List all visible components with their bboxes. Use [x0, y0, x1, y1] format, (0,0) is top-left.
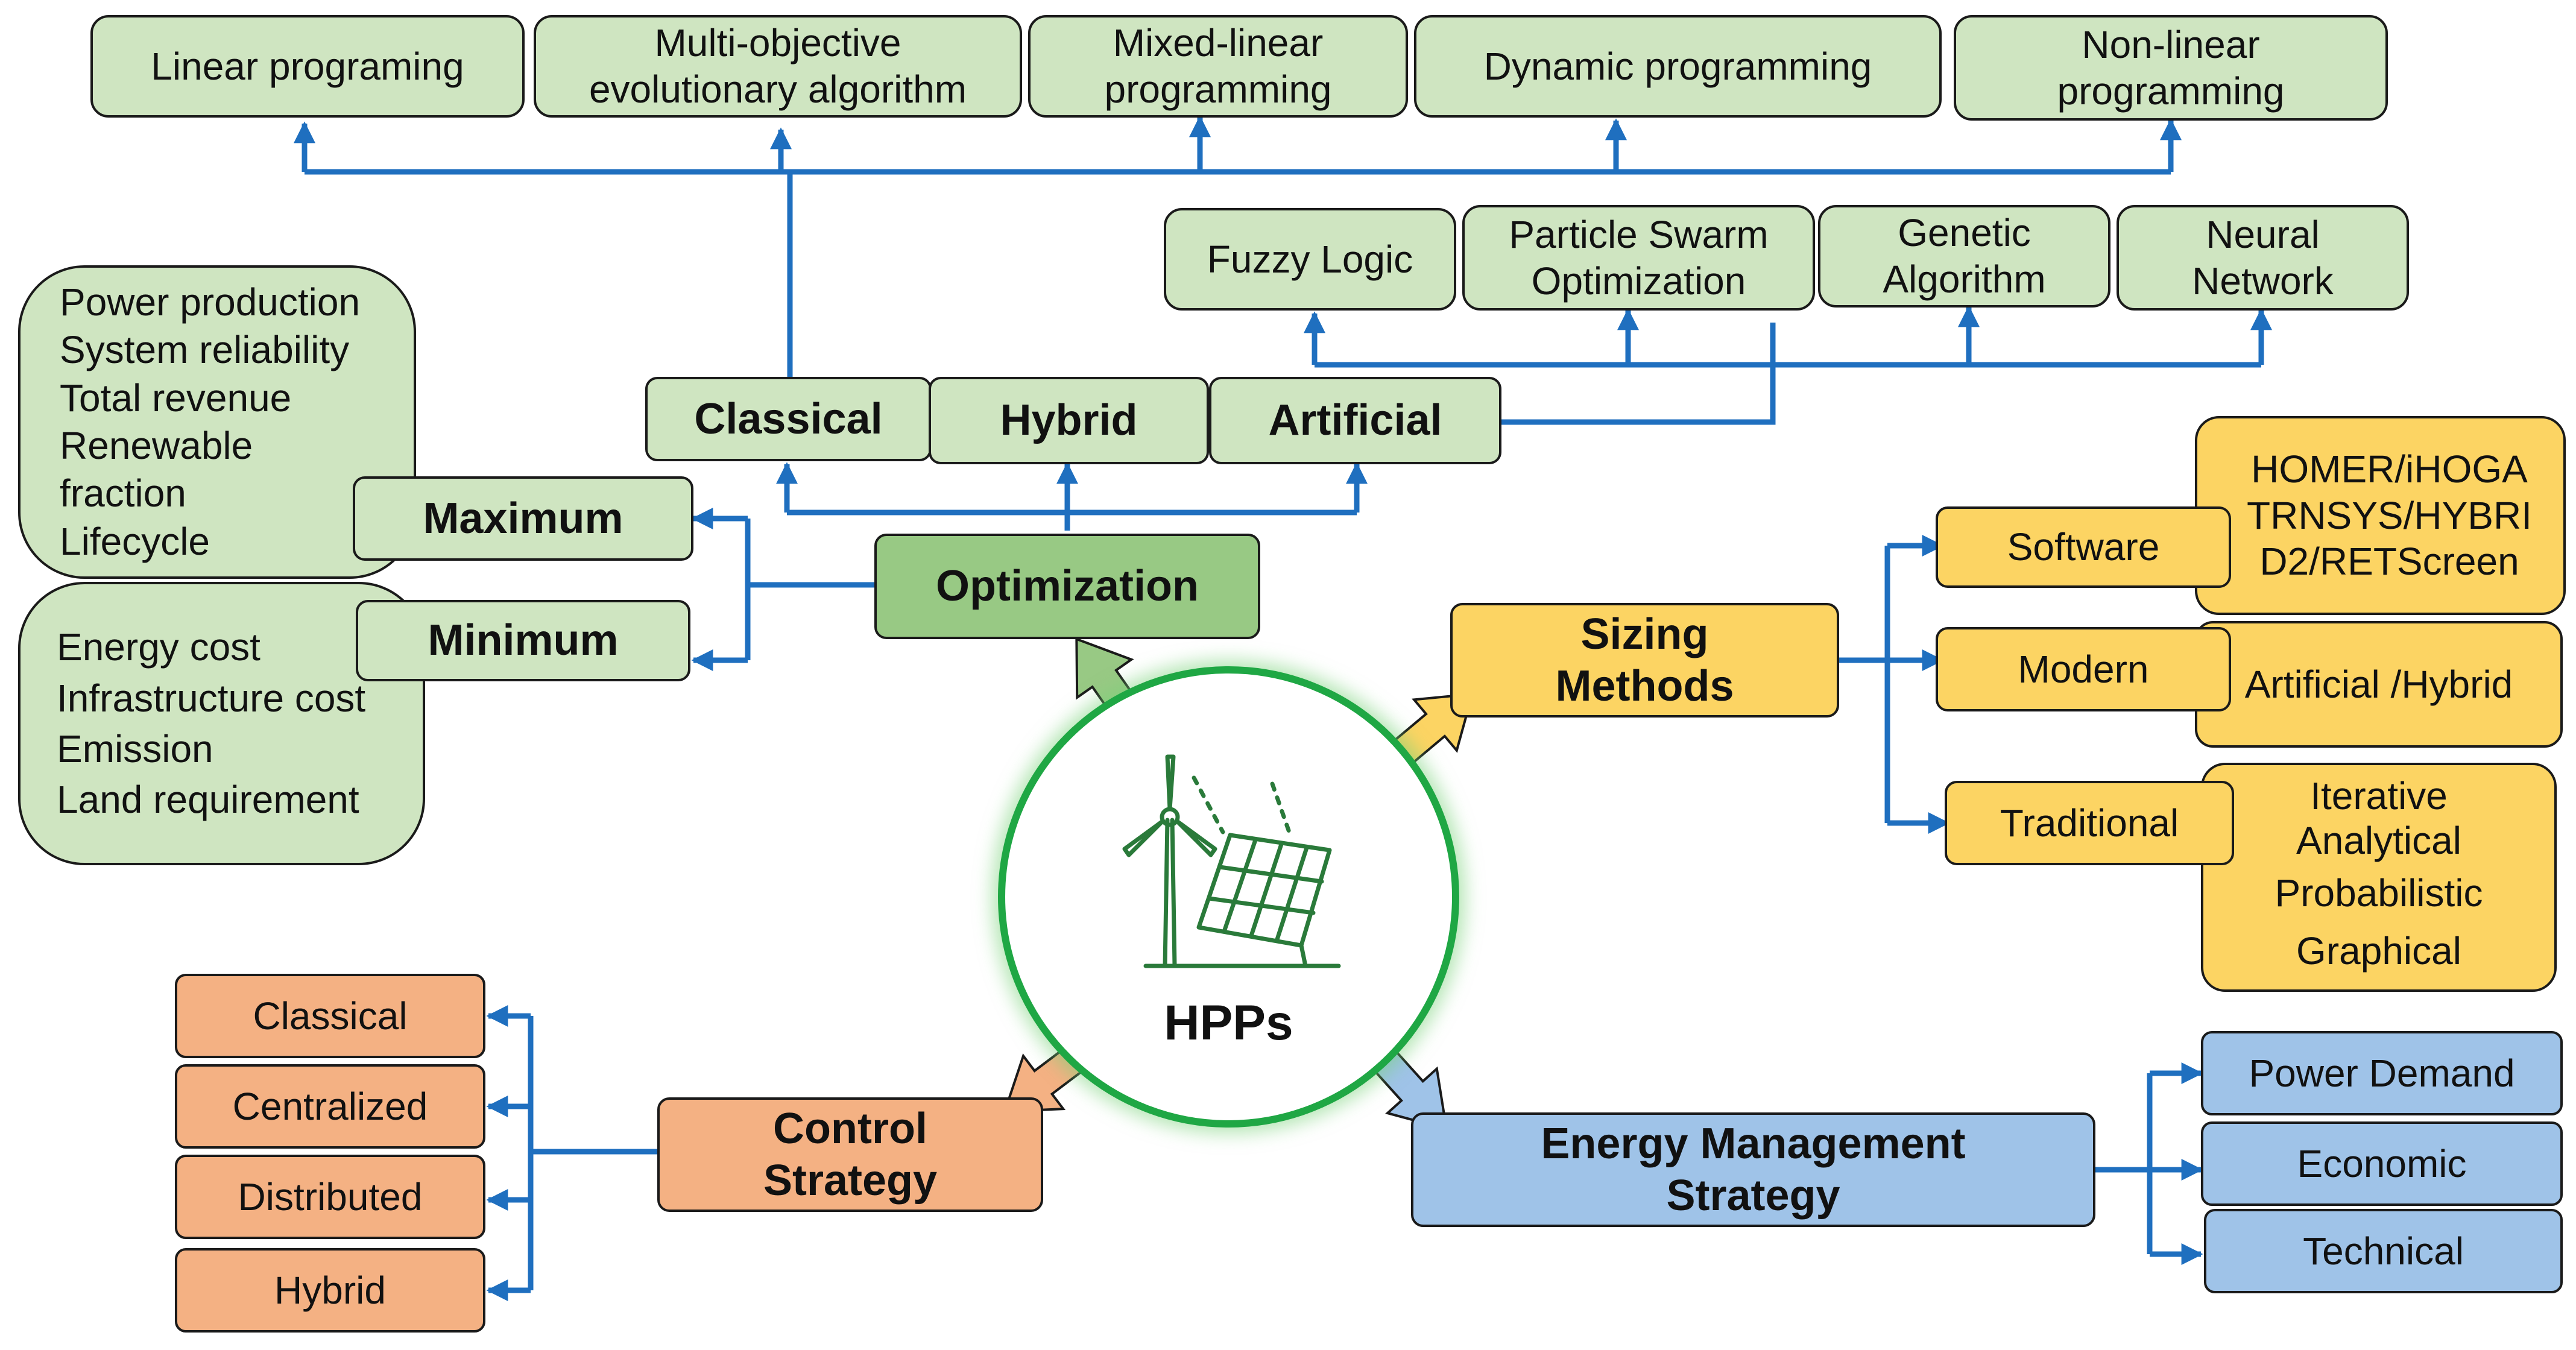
objective-maximum[interactable]: Maximum [353, 476, 693, 561]
method-genetic-algorithm[interactable]: Genetic Algorithm [1818, 205, 2110, 308]
method-linear-programing[interactable]: Linear programing [90, 15, 525, 118]
energy-economic[interactable]: Economic [2201, 1121, 2563, 1206]
maximum-objectives-list: Power production System reliability Tota… [18, 265, 416, 579]
control-distributed[interactable]: Distributed [175, 1155, 485, 1239]
hub-title: HPPs [1164, 995, 1293, 1050]
method-non-linear-programming[interactable]: Non-linear programming [1954, 15, 2388, 121]
method-dynamic-programming[interactable]: Dynamic programming [1414, 15, 1942, 118]
sizing-methods-node[interactable]: Sizing Methods [1450, 603, 1839, 718]
objective-minimum[interactable]: Minimum [356, 600, 690, 681]
wind-turbine-solar-panel-icon [1122, 754, 1341, 968]
method-fuzzy-logic[interactable]: Fuzzy Logic [1164, 208, 1456, 311]
sizing-modern[interactable]: Modern [1936, 627, 2231, 711]
method-mixed-linear-programming[interactable]: Mixed-linear programming [1028, 15, 1408, 118]
software-tools-list: HOMER/iHOGA TRNSYS/HYBRI D2/RETScreen [2195, 416, 2566, 615]
control-classical[interactable]: Classical [175, 974, 485, 1058]
control-strategy-node[interactable]: Control Strategy [657, 1097, 1043, 1212]
minimum-objectives-list: Energy cost Infrastructure cost Emission… [18, 582, 425, 865]
method-particle-swarm-optimization[interactable]: Particle Swarm Optimization [1462, 205, 1815, 311]
method-neural-network[interactable]: Neural Network [2117, 205, 2409, 311]
energy-technical[interactable]: Technical [2204, 1209, 2563, 1293]
energy-power-demand[interactable]: Power Demand [2201, 1031, 2563, 1115]
sizing-software[interactable]: Software [1936, 506, 2231, 588]
optimization-node[interactable]: Optimization [874, 534, 1260, 639]
type-hybrid[interactable]: Hybrid [929, 377, 1209, 464]
traditional-methods-list: Iterative Analytical Probabilistic Graph… [2201, 763, 2557, 992]
sizing-traditional[interactable]: Traditional [1945, 781, 2234, 865]
type-classical[interactable]: Classical [645, 377, 932, 461]
energy-management-node[interactable]: Energy Management Strategy [1411, 1112, 2095, 1227]
control-centralized[interactable]: Centralized [175, 1064, 485, 1149]
modern-methods-detail: Artificial /Hybrid [2195, 621, 2563, 748]
control-hybrid[interactable]: Hybrid [175, 1248, 485, 1333]
connector-artificial-stem [1501, 323, 1776, 425]
method-multi-objective-evolutionary[interactable]: Multi-objective evolutionary algorithm [534, 15, 1022, 118]
type-artificial[interactable]: Artificial [1209, 377, 1501, 464]
